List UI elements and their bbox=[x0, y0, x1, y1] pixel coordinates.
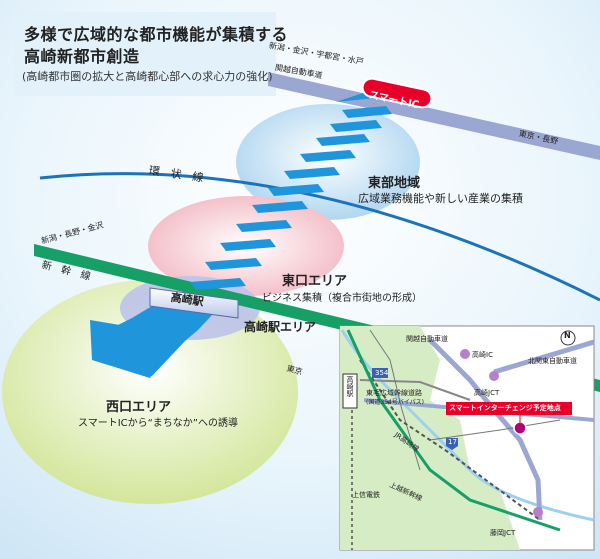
smart-ic-badge bbox=[361, 77, 433, 109]
inset-north-mark: N bbox=[564, 331, 571, 340]
inset-north-circle bbox=[560, 330, 576, 346]
inset-bypass-sub-label: (国道354号バイパス) bbox=[366, 399, 425, 406]
arrow-stripes bbox=[190, 84, 396, 290]
inset-joetsu-line bbox=[346, 329, 561, 532]
east-exit-name: 東口エリア bbox=[282, 274, 348, 289]
inset-takasaki-ic-dot bbox=[460, 349, 470, 359]
ring-road-line bbox=[39, 172, 600, 302]
inset-kitakanto-label: 北関東自動車道 bbox=[528, 357, 577, 365]
inset-kanetsu bbox=[428, 338, 543, 521]
inset-route17-no: 17 bbox=[448, 438, 457, 446]
station-block bbox=[149, 287, 239, 319]
expressway-band bbox=[268, 72, 600, 160]
headline-line-2: 高崎新都市創造 bbox=[24, 47, 140, 66]
inset-kanetsu-label: 関越自動車道 bbox=[406, 335, 448, 343]
inset-station-label: 高崎駅 bbox=[346, 376, 354, 397]
inset-route354-no: 354 bbox=[375, 369, 389, 377]
inset-kitakanto bbox=[493, 339, 595, 375]
inset-fujioka-jct-dot bbox=[533, 507, 543, 517]
inset-jr-line bbox=[359, 359, 541, 521]
inset-green-area bbox=[340, 326, 520, 550]
inset-road-2 bbox=[429, 419, 561, 441]
inset-smart-ic-label: スマートインターチェンジ予定地点 bbox=[449, 404, 561, 412]
inset-map bbox=[339, 325, 595, 551]
inset-route17-badge bbox=[446, 438, 458, 450]
inset-river bbox=[340, 329, 595, 522]
west-exit-zone bbox=[2, 280, 298, 504]
east-area-name: 東部地域 bbox=[368, 176, 421, 191]
west-arrow-head bbox=[90, 320, 180, 378]
inset-station-box bbox=[342, 373, 358, 409]
inset-takasaki-jct-dot bbox=[489, 371, 499, 381]
title-panel bbox=[14, 12, 276, 96]
inset-fujioka-jct-label: 藤岡JCT bbox=[490, 529, 516, 537]
headline-subtitle: (高崎都市圏の拡大と高崎都心部への求心力の強化) bbox=[22, 70, 273, 83]
station-area-name: 高崎駅エリア bbox=[244, 320, 317, 334]
inset-takasaki-ic-label: 高崎IC bbox=[472, 351, 493, 359]
headline-line-1: 多様で広域的な都市機能が集積する bbox=[24, 25, 289, 44]
west-exit-name: 西口エリア bbox=[106, 400, 172, 415]
inset-route354 bbox=[359, 379, 471, 401]
inset-green-area-2 bbox=[340, 326, 400, 380]
inset-road-1 bbox=[369, 329, 421, 471]
west-exit-desc: スマートICから“まちなか”への誘導 bbox=[78, 418, 238, 429]
inset-route354-badge bbox=[372, 368, 388, 378]
inset-joshin-label: 上信電鉄 bbox=[352, 491, 380, 499]
east-area-desc: 広域業務機能や新しい産業の集積 bbox=[358, 192, 523, 205]
east-exit-desc: ビジネス集積（複合市街地の形成） bbox=[262, 293, 422, 304]
inset-smart-ic-label-box bbox=[446, 402, 572, 415]
inset-bypass-label: 東毛広域幹線道路 bbox=[366, 389, 422, 397]
inset-takasaki-jct-label: 高崎JCT bbox=[474, 389, 500, 397]
